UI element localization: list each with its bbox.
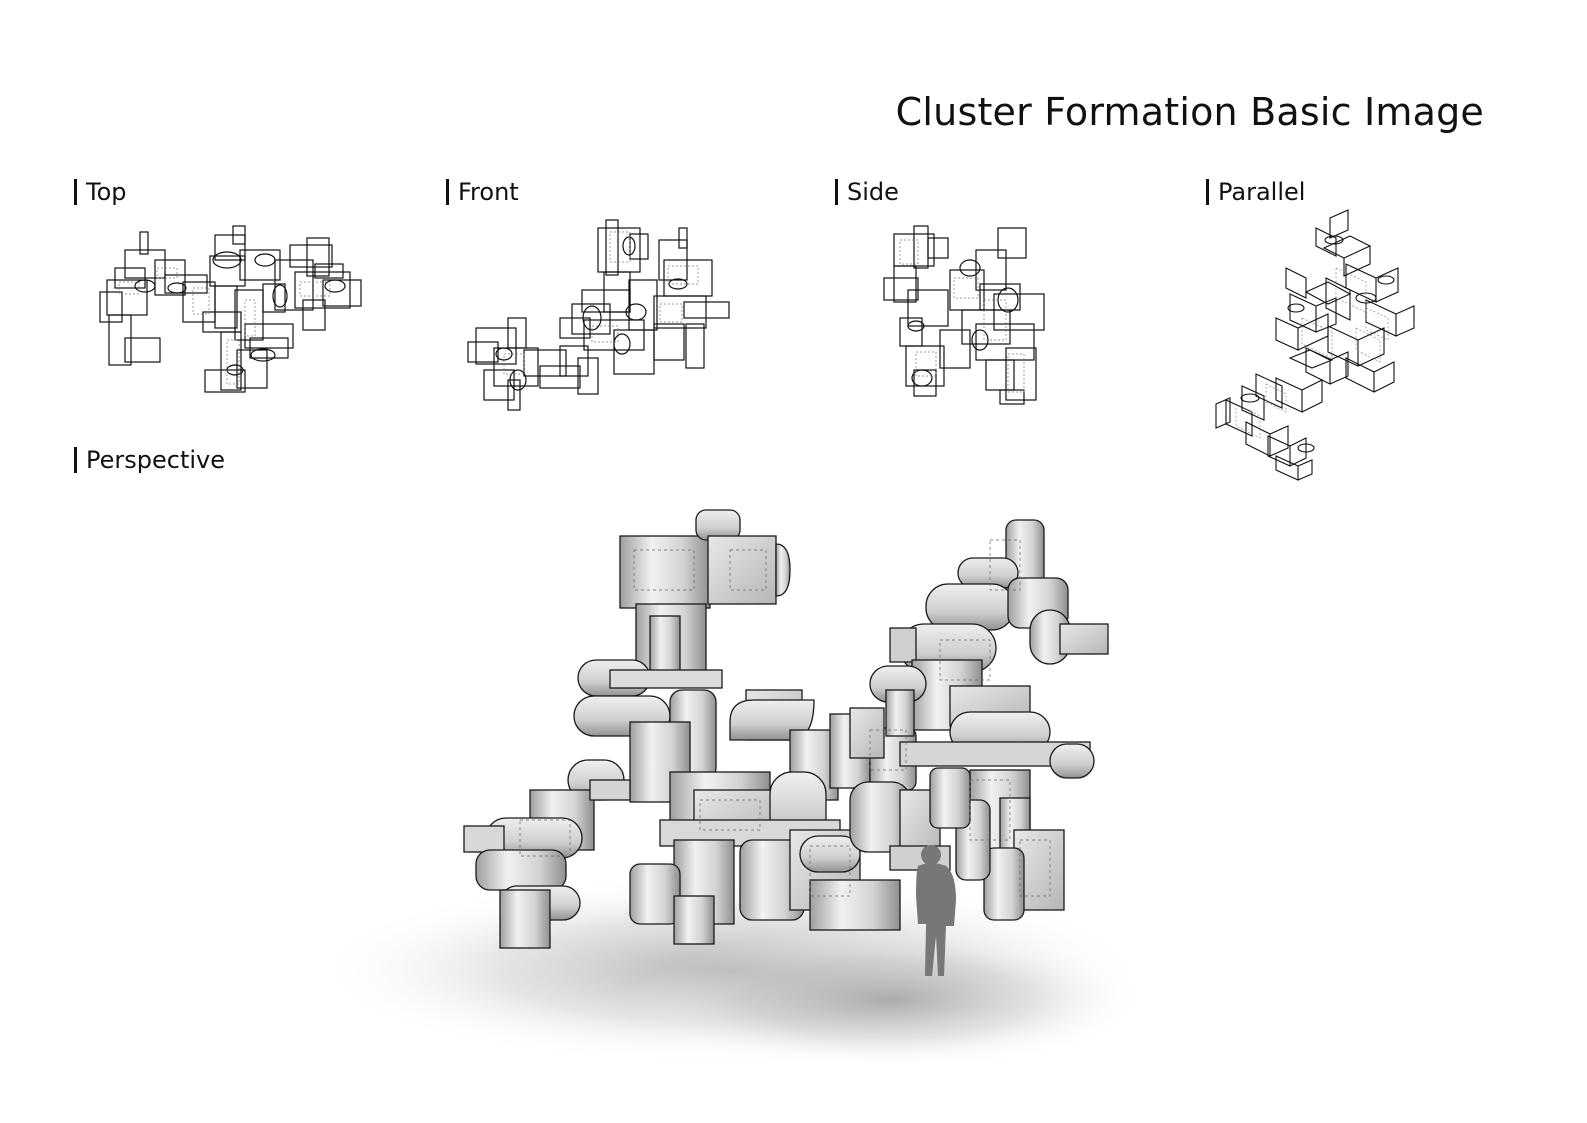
parallel-view-label: Parallel <box>1206 178 1305 206</box>
page-title: Cluster Formation Basic Image <box>895 90 1484 134</box>
label-marker <box>74 179 77 205</box>
perspective-view-label-text: Perspective <box>86 446 225 474</box>
person-silhouette <box>916 845 956 976</box>
label-marker <box>74 447 77 473</box>
side-view-label: Side <box>835 178 899 206</box>
front-view-label: Front <box>446 178 519 206</box>
front-view-drawing <box>464 219 734 415</box>
label-marker <box>835 179 838 205</box>
top-view-label: Top <box>74 178 127 206</box>
side-view-drawing <box>880 220 1060 415</box>
label-marker <box>1206 179 1209 205</box>
parallel-view-drawing <box>1206 208 1431 483</box>
front-view-label-text: Front <box>458 178 519 206</box>
top-view-drawing <box>95 220 365 395</box>
perspective-rendering <box>290 500 1190 1090</box>
side-view-label-text: Side <box>847 178 899 206</box>
top-view-label-text: Top <box>86 178 127 206</box>
label-marker <box>446 179 449 205</box>
perspective-view-label: Perspective <box>74 446 225 474</box>
parallel-view-label-text: Parallel <box>1218 178 1306 206</box>
